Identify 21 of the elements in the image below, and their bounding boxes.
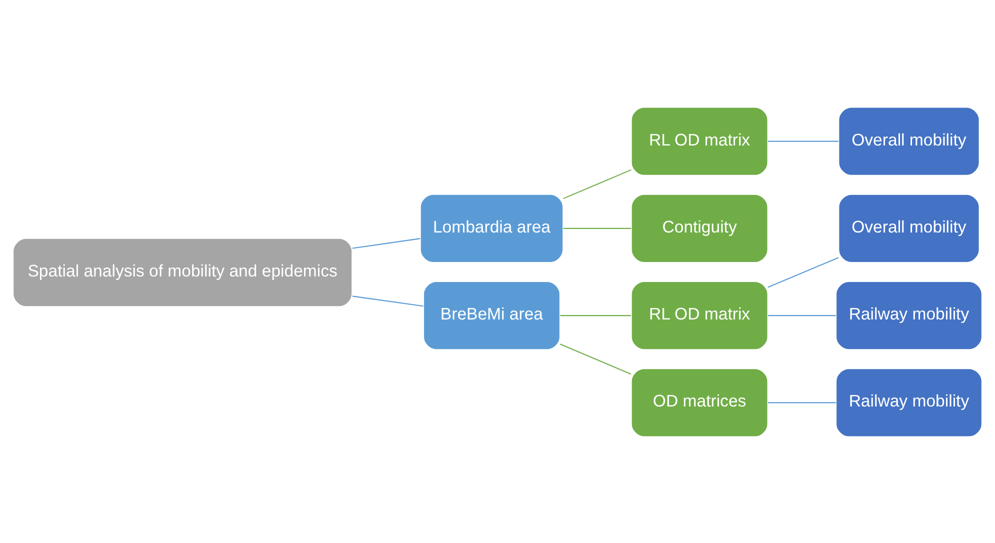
node-box: RL OD matrix xyxy=(630,280,768,350)
connector xyxy=(560,343,632,374)
node-box: Lombardia area xyxy=(420,193,564,263)
node-box: OD matrices xyxy=(630,368,768,437)
connector xyxy=(352,238,420,248)
connector xyxy=(560,314,631,316)
node-box: Overall mobility xyxy=(838,193,980,263)
node-box: Overall mobility xyxy=(838,106,980,176)
connector xyxy=(563,227,632,228)
connector xyxy=(352,295,424,306)
node-box: RL OD matrix xyxy=(630,106,768,176)
node-box: Spatial analysis of mobility and epidemics xyxy=(12,237,353,307)
connector xyxy=(563,168,632,199)
node-box: Contiguity xyxy=(630,193,768,263)
node-box: BreBeMi area xyxy=(422,280,560,350)
node-box: Railway mobility xyxy=(836,280,982,350)
node-box: Railway mobility xyxy=(836,368,982,437)
connector xyxy=(768,140,838,142)
connector xyxy=(768,256,839,288)
connector xyxy=(768,402,836,403)
connector xyxy=(768,314,836,316)
